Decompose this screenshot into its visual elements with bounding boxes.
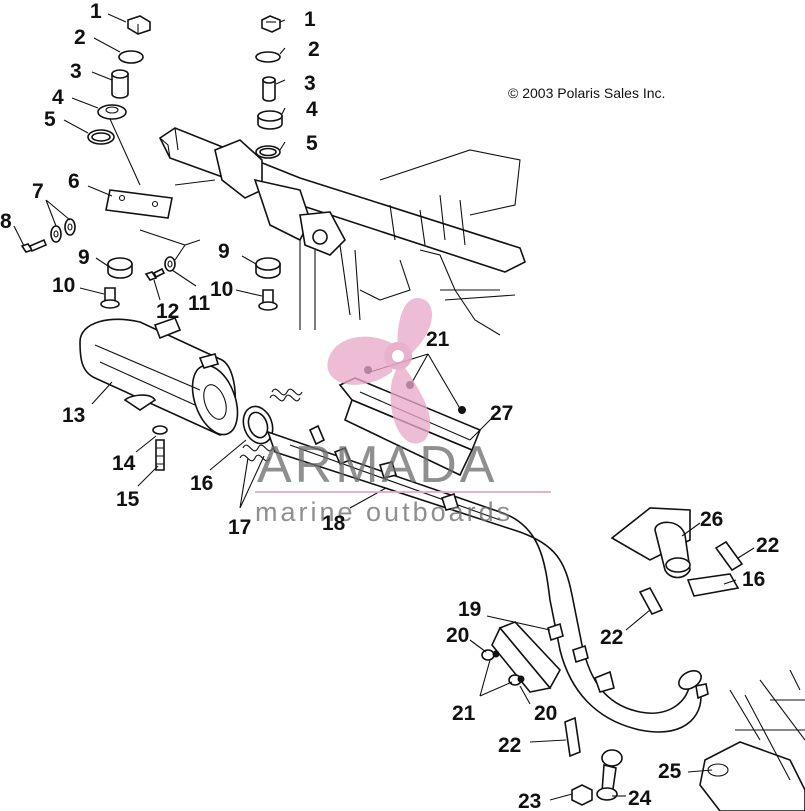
nut-11 <box>164 256 176 272</box>
callout-22-lower: 22 <box>498 734 521 757</box>
callout-6: 6 <box>68 170 80 193</box>
watermark-brand: ARMADA <box>257 436 497 494</box>
watermark-rule <box>255 491 551 493</box>
callout-9-left: 9 <box>78 246 90 269</box>
copyright-notice: © 2003 Polaris Sales Inc. <box>508 85 665 101</box>
washer-left <box>118 50 144 64</box>
ring-left <box>87 129 115 145</box>
callout-13: 13 <box>62 404 85 427</box>
plug-24 <box>596 749 623 801</box>
spring-upper <box>269 388 303 402</box>
callout-10-right: 10 <box>210 278 233 301</box>
callout-11: 11 <box>188 292 211 315</box>
gasket-16-left <box>242 405 274 445</box>
spacer-right <box>262 76 276 102</box>
callout-25: 25 <box>658 760 682 783</box>
bolt-15 <box>155 439 165 471</box>
callout-17: 17 <box>228 516 251 539</box>
spacer-left <box>111 69 129 99</box>
washer-right <box>255 51 281 63</box>
stud-22-middle <box>638 586 664 616</box>
callout-21-upper: 21 <box>426 328 450 351</box>
callout-19: 19 <box>458 598 481 621</box>
callout-9-right: 9 <box>218 240 230 263</box>
lower-shield-19 <box>491 621 561 693</box>
callout-labels: 1 2 3 4 5 1 2 3 4 5 6 7 8 9 9 10 10 11 1… <box>0 0 779 811</box>
nut-right <box>261 15 281 33</box>
callout-10-left: 10 <box>52 274 75 297</box>
watermark: ARMADA marine outboards <box>255 298 551 527</box>
engine-outlet-25 <box>699 669 805 811</box>
ring-right <box>255 145 281 159</box>
callout-14: 14 <box>112 452 136 475</box>
bolt-10-right <box>258 289 278 311</box>
gasket-16-right <box>686 573 740 597</box>
callout-15: 15 <box>116 488 140 511</box>
callout-2-right: 2 <box>308 38 320 61</box>
isolator-left <box>107 257 133 279</box>
bolt-8 <box>20 238 48 253</box>
callout-21-lower: 21 <box>452 702 476 725</box>
frame-assembly <box>104 107 526 336</box>
callout-4-left: 4 <box>52 86 64 109</box>
callout-3-right: 3 <box>304 72 316 95</box>
callout-18: 18 <box>322 512 346 535</box>
grommet-left <box>97 104 127 120</box>
callout-16-left: 16 <box>190 472 213 495</box>
callout-24: 24 <box>628 787 652 810</box>
washer-pair <box>50 218 76 243</box>
exhaust-pipe <box>266 424 709 733</box>
callout-1-left: 1 <box>90 0 102 23</box>
spring-lower <box>239 444 274 462</box>
bolt-10-left <box>100 287 120 309</box>
bolt-12 <box>144 267 166 281</box>
callout-26: 26 <box>700 508 723 531</box>
callout-4-right: 4 <box>306 98 318 121</box>
callout-20-lower: 20 <box>534 702 557 725</box>
stud-22-upper <box>714 540 744 572</box>
nut-23 <box>571 784 593 806</box>
propeller-logo <box>327 298 433 444</box>
mount-bracket <box>105 189 173 219</box>
grommet-right <box>257 110 283 130</box>
leader-lines <box>13 13 755 801</box>
right-mount-stack <box>255 15 283 159</box>
muffler <box>79 316 239 436</box>
left-mount-stack <box>87 15 151 145</box>
callout-3-left: 3 <box>70 60 82 83</box>
nut-left <box>127 15 151 35</box>
callout-16-right: 16 <box>742 568 765 591</box>
callout-8: 8 <box>0 210 12 233</box>
callout-12: 12 <box>156 300 179 323</box>
stud-22-lower <box>564 716 581 758</box>
callout-1-right: 1 <box>304 8 316 31</box>
watermark-tagline: marine outboards <box>255 497 513 527</box>
callout-27: 27 <box>490 402 513 425</box>
callout-2-left: 2 <box>74 26 86 49</box>
exhaust-flange-26 <box>610 507 691 579</box>
washer-14 <box>152 425 168 435</box>
callout-5-right: 5 <box>306 132 318 155</box>
callout-22-upper: 22 <box>756 534 779 557</box>
callout-22-middle: 22 <box>600 626 623 649</box>
callout-5-left: 5 <box>44 108 56 131</box>
isolator-right <box>255 257 281 279</box>
callout-20-upper: 20 <box>446 624 469 647</box>
callout-23: 23 <box>518 790 541 811</box>
fasteners-20-21 <box>481 649 525 686</box>
callout-7: 7 <box>32 180 44 203</box>
